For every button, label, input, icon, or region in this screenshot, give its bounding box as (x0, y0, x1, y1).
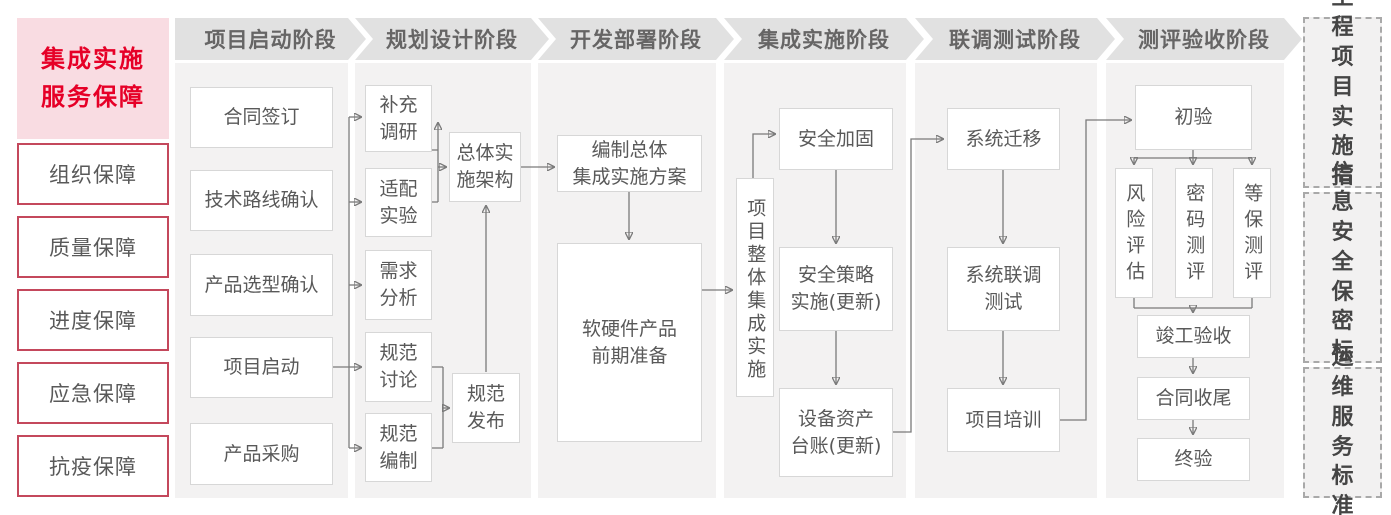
box-overall-integration-plan: 编制总体 集成实施方案 (557, 135, 702, 192)
sidebar-assurance-schedule: 进度保障 (17, 289, 169, 351)
box-spec-discussion: 规范 讨论 (365, 332, 432, 402)
sidebar-assurance-epidemic: 抗疫保障 (17, 435, 169, 497)
box-equipment-asset-ledger: 设备资产 台账(更新) (779, 388, 893, 477)
box-system-migration: 系统迁移 (947, 108, 1060, 170)
phase-banner-joint-testing: 联调测试阶段 (915, 18, 1115, 60)
phase-banner-integration-implementation: 集成实施阶段 (724, 18, 924, 60)
box-tech-route-confirm: 技术路线确认 (190, 170, 333, 231)
phase-banner-project-kickoff: 项目启动阶段 (175, 18, 366, 60)
sidebar-title-box: 集成实施 服务保障 (17, 18, 169, 139)
box-completion-acceptance: 竣工验收 (1137, 315, 1250, 358)
standards-box-info-security-confidentiality: 信息 安全 保密 标准 (1303, 161, 1382, 394)
sidebar-assurance-emergency: 应急保障 (17, 362, 169, 424)
box-adaptation-experiment: 适配 实验 (365, 168, 432, 237)
phase-banner-dev-deployment: 开发部署阶段 (538, 18, 734, 60)
phase-banner-planning-design: 规划设计阶段 (355, 18, 549, 60)
phase-banner-evaluation-acceptance: 测评验收阶段 (1106, 18, 1302, 60)
box-contract-signing: 合同签订 (190, 87, 333, 148)
box-system-joint-testing: 系统联调 测试 (947, 247, 1060, 331)
box-crypto-evaluation: 密码测评 (1175, 168, 1213, 298)
box-project-overall-integration: 项目整体集成实施 (736, 178, 774, 397)
box-contract-closure: 合同收尾 (1137, 377, 1250, 420)
box-risk-assessment: 风险评估 (1115, 168, 1153, 298)
box-requirement-analysis: 需求 分析 (365, 250, 432, 320)
sidebar-assurance-quality: 质量保障 (17, 216, 169, 278)
box-security-policy-implementation: 安全策略 实施(更新) (779, 247, 893, 331)
sidebar-assurance-organization: 组织保障 (17, 143, 169, 205)
box-hw-sw-product-preparation: 软硬件产品 前期准备 (557, 243, 702, 442)
box-project-kickoff: 项目启动 (190, 337, 333, 398)
box-project-training: 项目培训 (947, 388, 1060, 452)
box-product-selection-confirm: 产品选型确认 (190, 254, 333, 316)
box-overall-implementation-architecture: 总体实 施架构 (449, 132, 521, 202)
standards-box-operation-maintenance-service: 运维 服务 标准 (1303, 345, 1382, 515)
box-security-hardening: 安全加固 (779, 108, 893, 170)
box-product-procurement: 产品采购 (190, 423, 333, 485)
box-final-acceptance: 终验 (1137, 438, 1250, 481)
box-supplementary-research: 补充 调研 (365, 85, 432, 152)
standards-box-project-implementation-guide: 工程 项目 实施 指引 (1303, 0, 1382, 219)
box-initial-acceptance: 初验 (1135, 85, 1252, 150)
box-classified-protection-evaluation: 等保测评 (1233, 168, 1271, 298)
box-spec-drafting: 规范 编制 (365, 413, 432, 482)
box-spec-release: 规范 发布 (452, 373, 520, 443)
